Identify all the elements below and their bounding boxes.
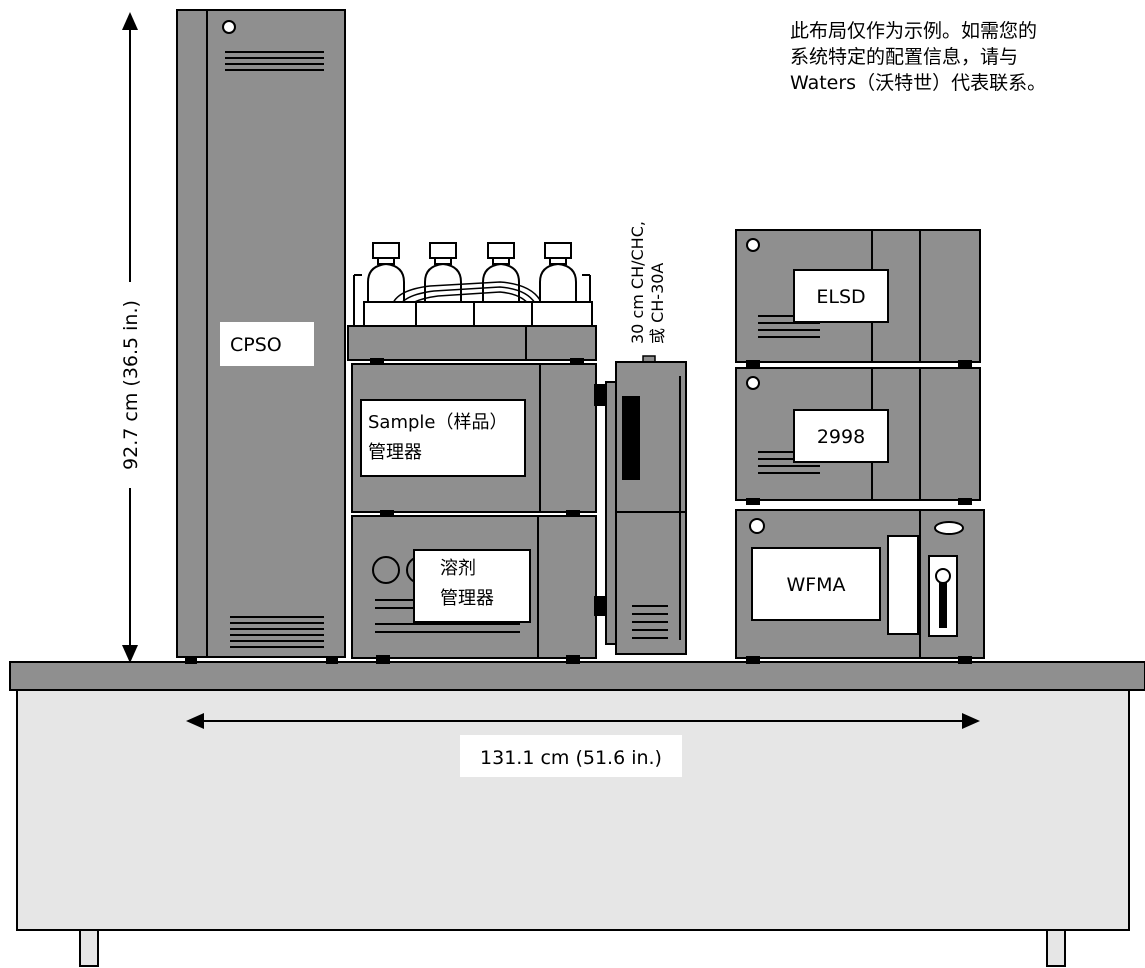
sample-manager-module: Sample（样品） 管理器 [351,363,606,518]
wfma-label-box [751,547,881,621]
column-display [622,396,640,480]
cpso-top-vent [225,51,324,71]
elsd-power-indicator [746,238,760,252]
solvent-tray [347,242,597,365]
note-line: 此布局仅作为示例。如需您的 [790,20,1038,42]
pda-label-box [793,409,889,463]
cpso-bottom-vent [230,616,324,648]
width-label-box [460,735,682,777]
bench-body [16,689,1130,931]
wfma-power-indicator [749,518,765,534]
solvent-manager-module: 溶剂 管理器 [351,515,606,664]
width-dimension: 131.1 cm (51.6 in.) [186,713,980,777]
bottle-basket [363,301,593,329]
height-label: 92.7 cm (36.5 in.) [120,300,142,470]
wfma-module: WFMA [735,509,985,664]
elsd-label: ELSD [816,286,865,308]
bench-top [9,661,1145,691]
column-vent [632,605,668,639]
height-arrow-bottom [122,645,138,663]
sample-manager-label-box [360,399,526,477]
height-dimension: 92.7 cm (36.5 in.) [116,12,144,663]
width-label: 131.1 cm (51.6 in.) [480,747,662,769]
wfma-panel [887,535,919,635]
cpso-label: CPSO [230,334,282,356]
elsd-label-box [793,269,889,323]
wfma-valve-knob [935,568,951,584]
height-label-box [116,282,144,488]
column-module: 30 cm CH/CHC, 或 CH-30A [605,221,687,655]
sample-manager-label-line1: Sample（样品） [368,412,508,433]
pda-power-indicator [746,376,760,390]
width-arrow-right [962,713,980,729]
layout-disclaimer-note: 此布局仅作为示例。如需您的 系统特定的配置信息，请与 Waters（沃特世）代表… [790,18,1140,96]
note-line: Waters（沃特世）代表联系。 [790,72,1047,94]
solvent-manager-label-box [413,549,531,623]
note-line: 系统特定的配置信息，请与 [790,46,1019,68]
solvent-manager-label-line2: 管理器 [440,588,494,609]
solvent-manager-label-line1: 溶剂 [440,558,476,579]
cpso-module: CPSO [176,9,346,664]
width-arrow-left [186,713,204,729]
pda-2998-module: 2998 [735,367,981,505]
sample-manager-label-line2: 管理器 [368,442,422,463]
cpso-power-indicator [222,20,236,34]
wfma-indicator-oval [934,521,964,535]
column-label-line2: 或 CH-30A [648,263,667,344]
elsd-module: ELSD [735,229,981,367]
wfma-label: WFMA [786,574,845,596]
bench-leg-right [1046,929,1066,967]
bench [9,661,1145,967]
column-label-line1: 30 cm CH/CHC, [628,221,647,344]
bench-leg-left [79,929,99,967]
solvent-manager-knob [372,556,400,584]
pda-label: 2998 [817,426,865,448]
cpso-label-box [220,322,314,366]
elsd-vent [758,315,820,338]
height-arrow-top [122,12,138,30]
